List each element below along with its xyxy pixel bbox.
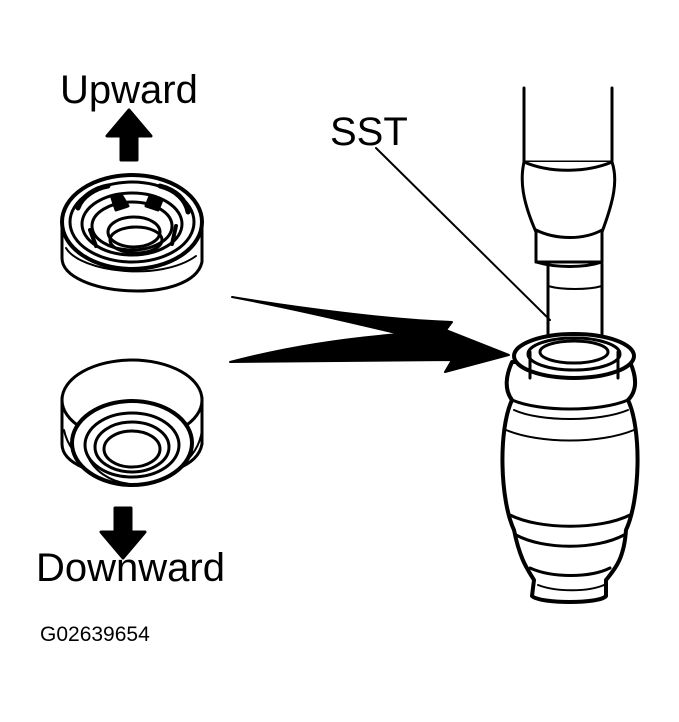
sst-leader-line xyxy=(375,147,551,321)
sst-label: SST xyxy=(330,110,408,154)
bearing-upper xyxy=(60,173,204,293)
upward-arrow xyxy=(105,108,153,162)
pointing-arrow xyxy=(229,296,510,373)
sst-tool xyxy=(520,86,617,354)
figure-code: G02639654 xyxy=(40,623,150,646)
bearing-lower xyxy=(60,358,204,487)
downward-label: Downward xyxy=(36,546,225,590)
upward-label: Upward xyxy=(60,68,198,112)
downward-arrow xyxy=(99,506,147,560)
housing xyxy=(500,332,640,604)
